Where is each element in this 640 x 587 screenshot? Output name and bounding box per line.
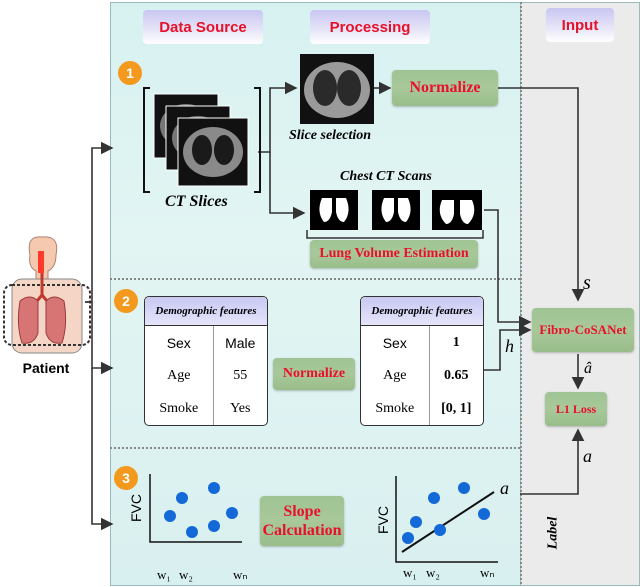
demographic-normalized-table: Demographic features Sex 1 Age 0.65 Smoke [… xyxy=(360,296,484,426)
plot1-tick-wn: wₙ xyxy=(233,567,248,582)
fvc-point xyxy=(434,524,446,536)
step-badge-3: 3 xyxy=(114,466,138,490)
demo-raw-value: 55 xyxy=(212,359,267,392)
fvc-point xyxy=(478,508,490,520)
slope-label: Slope xyxy=(283,503,321,520)
fvc-point xyxy=(226,507,238,519)
section-divider-2 xyxy=(110,447,520,449)
fvc-scatter-plot xyxy=(149,474,242,543)
demo-norm-title: Demographic features xyxy=(361,297,483,326)
lung-volume-estimation-button[interactable]: Lung Volume Estimation xyxy=(310,240,478,268)
patient-lungs-icon xyxy=(3,236,91,354)
symbol-a: a xyxy=(583,446,592,466)
lung-masks xyxy=(310,190,482,230)
normalize-ct-button[interactable]: Normalize xyxy=(392,70,498,106)
demo-norm-key: Sex xyxy=(382,334,407,351)
demo-norm-value: 0.65 xyxy=(428,359,483,392)
slope-calculation-button[interactable]: Slope Calculation xyxy=(260,496,344,546)
demo-raw-value: Yes xyxy=(212,392,267,425)
normalize-demographics-button[interactable]: Normalize xyxy=(273,358,355,390)
l1-loss-node[interactable]: L1 Loss xyxy=(545,392,607,426)
demo-norm-value: [0, 1] xyxy=(428,392,483,425)
slice-selection-label: Slice selection xyxy=(289,128,372,143)
demo-norm-key: Age xyxy=(383,367,407,383)
ct-slices-stack xyxy=(143,87,261,193)
fvc-point xyxy=(164,510,176,522)
data-source-header: Data Source xyxy=(143,10,263,44)
fvc-regression-plot xyxy=(395,476,498,563)
demo-norm-value: 1 xyxy=(428,326,483,359)
demo-raw-value: Male xyxy=(212,326,267,359)
calculation-label: Calculation xyxy=(262,522,342,539)
step-badge-2: 2 xyxy=(114,289,138,313)
fit-line xyxy=(401,491,495,553)
symbol-h: h xyxy=(505,336,514,356)
patient-label: Patient xyxy=(22,360,70,376)
plot1-tick-w2: w₂ xyxy=(179,567,193,582)
symbol-a-hat: â xyxy=(584,360,592,377)
fvc-point xyxy=(410,516,422,528)
fvc-axis-label-2: FVC xyxy=(375,506,391,534)
demo-norm-key: Smoke xyxy=(375,400,415,416)
lung-mask-brace xyxy=(306,230,484,239)
fit-label: a xyxy=(500,478,509,498)
plot2-tick-wn: wₙ xyxy=(480,565,495,580)
plot2-tick-w2: w₂ xyxy=(426,565,440,580)
fibro-cosanet-model[interactable]: Fibro-CoSANet xyxy=(532,308,634,352)
fvc-point xyxy=(176,492,188,504)
ct-slices-label: CT Slices xyxy=(165,193,228,210)
chest-ct-scans-label: Chest CT Scans xyxy=(340,169,432,184)
selected-slice-image xyxy=(300,54,374,124)
demo-raw-title: Demographic features xyxy=(145,297,267,326)
fvc-point xyxy=(402,532,414,544)
input-panel-divider xyxy=(520,2,522,584)
demo-raw-key: Age xyxy=(167,367,191,383)
label-side-text: Label xyxy=(545,516,561,550)
fvc-point xyxy=(208,520,220,532)
demo-raw-key: Sex xyxy=(166,334,191,351)
fvc-point xyxy=(458,482,470,494)
fvc-point xyxy=(186,526,198,538)
demo-raw-key: Smoke xyxy=(159,400,199,416)
symbol-s: s xyxy=(583,272,591,294)
fvc-point xyxy=(208,482,220,494)
plot2-tick-w1: w₁ xyxy=(403,565,417,580)
processing-header: Processing xyxy=(310,10,430,44)
fvc-point xyxy=(428,492,440,504)
plot1-tick-w1: w₁ xyxy=(157,567,171,582)
fvc-axis-label: FVC xyxy=(128,494,144,522)
input-header: Input xyxy=(546,8,614,42)
step-badge-1: 1 xyxy=(118,61,142,85)
section-divider-1 xyxy=(110,278,520,280)
demographic-raw-table: Demographic features Sex Male Age 55 Smoke… xyxy=(144,296,268,426)
